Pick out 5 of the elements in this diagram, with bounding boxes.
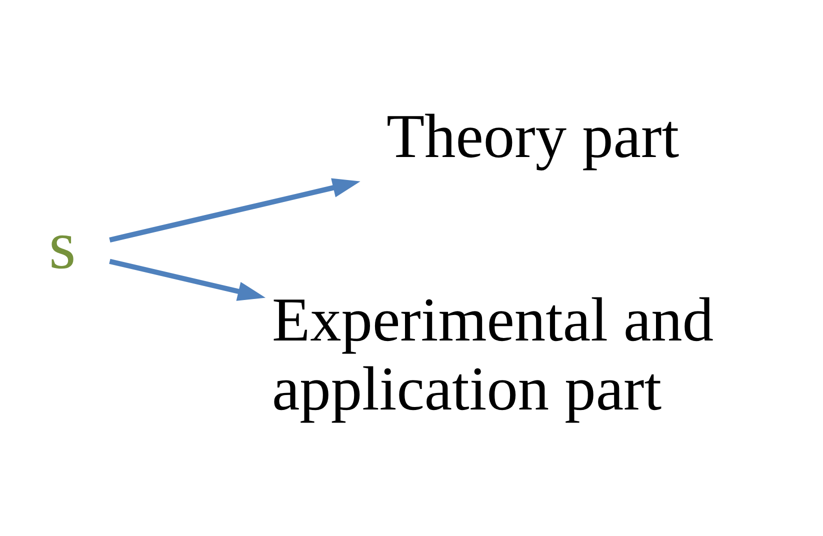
- node-text: s: [48, 206, 76, 283]
- node-text: Experimental and application part: [272, 285, 714, 424]
- node-text: Theory part: [386, 102, 680, 171]
- arrow: [109, 258, 266, 301]
- arrow: [109, 178, 360, 243]
